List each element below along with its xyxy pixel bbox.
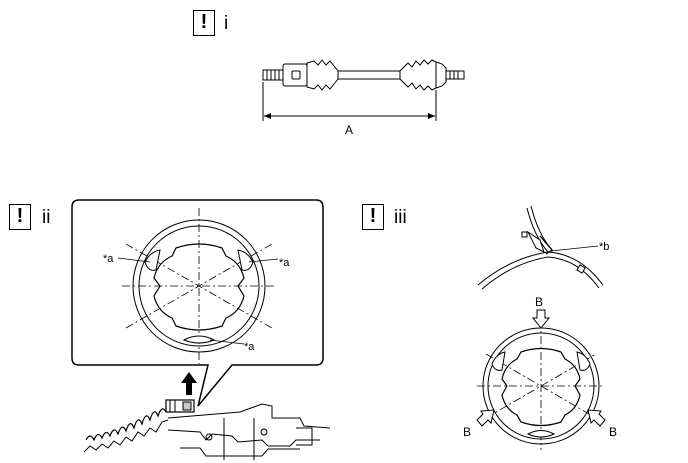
label-b-left: B (463, 425, 471, 439)
joint-end-view-iii (477, 320, 605, 450)
warning-icon-iii: ! (362, 204, 384, 230)
step-label-iii: iii (394, 207, 407, 228)
step-label-ii: ii (42, 207, 51, 228)
callout-b-leader (550, 245, 599, 252)
left-stub (262, 69, 284, 81)
up-arrow-icon (181, 372, 197, 395)
press-arrow-icon-left (476, 409, 495, 427)
label-b-right: B (609, 425, 617, 439)
callout-a-left: *a (103, 253, 114, 265)
step-label-i: i (224, 13, 229, 34)
warning-icon-i: ! (193, 10, 215, 36)
shaft-assembly-ii (83, 399, 331, 460)
dimension-label-a: A (345, 123, 353, 137)
callout-a-bottom: *a (244, 341, 255, 353)
callout-leaders-ii (117, 257, 279, 345)
callout-a-right: *a (279, 257, 290, 269)
drive-shaft (262, 59, 465, 91)
warning-icon-ii: ! (9, 204, 31, 230)
outboard-boot (399, 59, 437, 91)
boot-band-detail (477, 205, 604, 290)
inboard-boot (306, 59, 339, 91)
dimension-a (262, 82, 437, 121)
press-arrow-icon-right (587, 409, 606, 427)
outboard-joint (435, 61, 447, 89)
right-stub (445, 70, 465, 80)
shaft-bar (337, 70, 401, 80)
joint-end-view-ii (122, 208, 276, 364)
label-b-top: B (535, 295, 543, 309)
callout-b: *b (599, 241, 609, 253)
detail-callout-box (71, 199, 324, 407)
press-arrow-icon-top (531, 309, 551, 329)
